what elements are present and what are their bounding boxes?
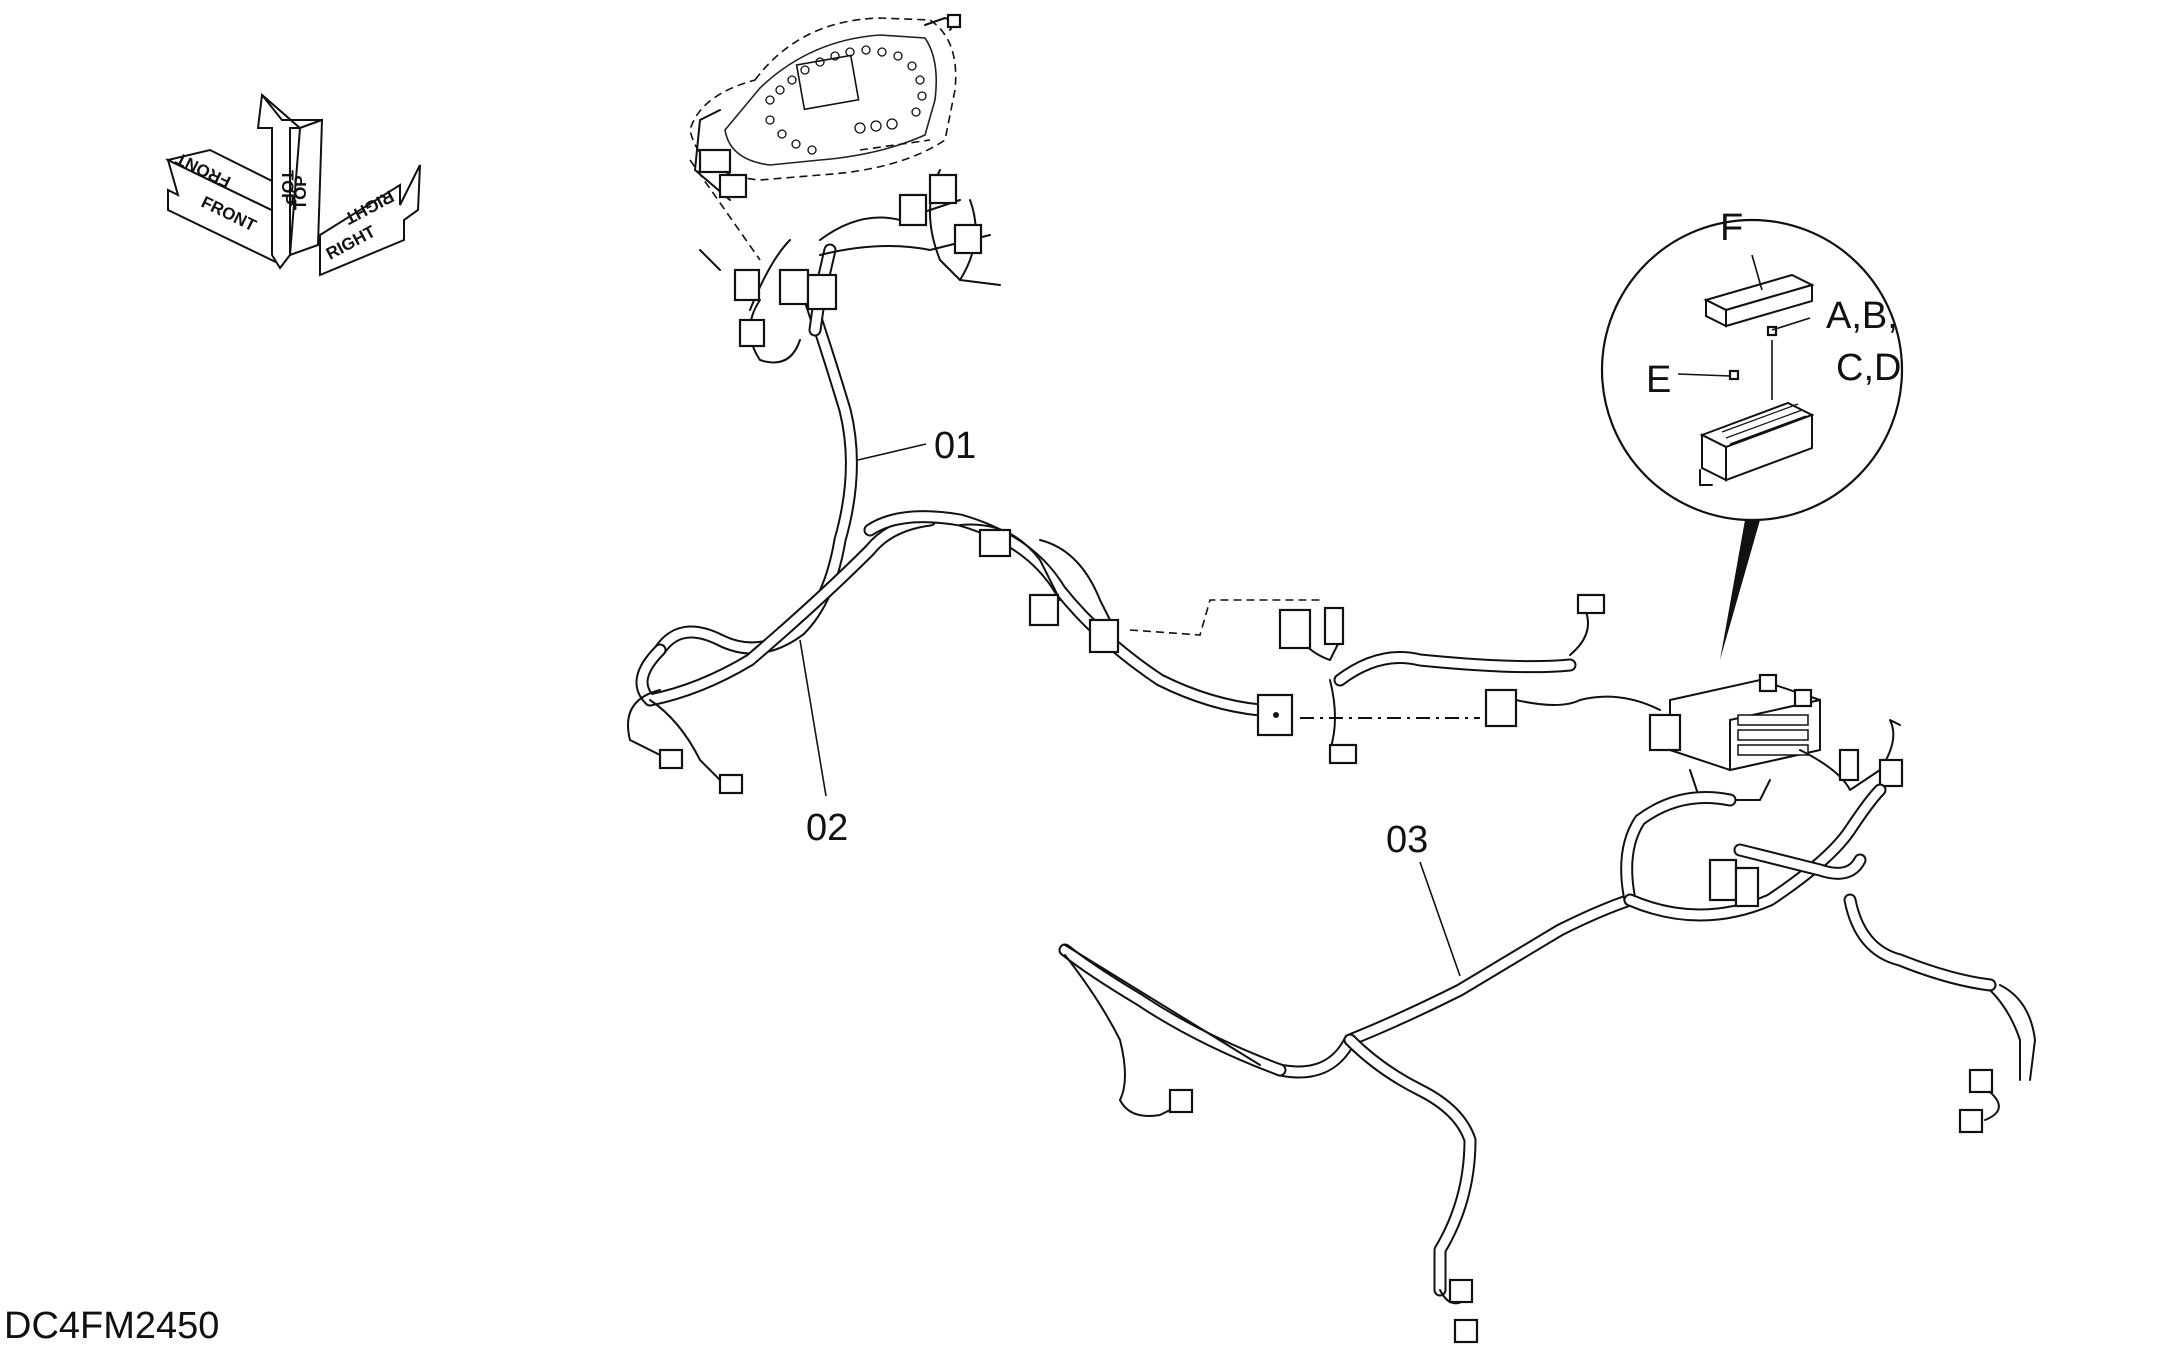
detail-label-f: F (1720, 207, 1743, 249)
callout-label-03: 03 (1386, 819, 1428, 861)
callout-label-01: 01 (934, 425, 976, 467)
callout-02: 02 (799, 639, 848, 849)
fuse-part-abcd (1766, 325, 1778, 337)
detail-label-abcd-line2: C,D (1836, 347, 1901, 389)
harness-03 (1058, 783, 2036, 1344)
orientation-symbol: FRONT FRONT TOP TOP RIGHT RIGHT (165, 93, 421, 277)
top-label: TOP (278, 170, 297, 205)
top-arrow-icon: TOP TOP (256, 93, 324, 270)
instrument-cluster (689, 13, 962, 261)
callout-label-02: 02 (806, 807, 848, 849)
top-label-mirror: TOP (291, 175, 310, 210)
detail-label-e: E (1646, 359, 1671, 401)
detail-label-abcd-line1: A,B, (1826, 295, 1898, 337)
harness-01 (653, 169, 1001, 657)
diagram-code: DC4FM2450 (4, 1305, 219, 1347)
harness-02 (627, 513, 937, 795)
callout-03: 03 (1386, 819, 1461, 977)
fuse-box-detail-view: F A,B, C,D E (1600, 207, 1904, 660)
main-harness-mid (863, 510, 1661, 765)
front-arrow-icon: FRONT FRONT (165, 148, 302, 267)
fuse-block-base (1699, 401, 1815, 486)
fuse-cover-part-f (1703, 273, 1815, 328)
callout-01: 01 (857, 425, 976, 467)
right-arrow-icon: RIGHT RIGHT (319, 164, 421, 277)
fuse-part-e (1728, 369, 1740, 381)
fuse-box-assembly (1648, 673, 1904, 801)
